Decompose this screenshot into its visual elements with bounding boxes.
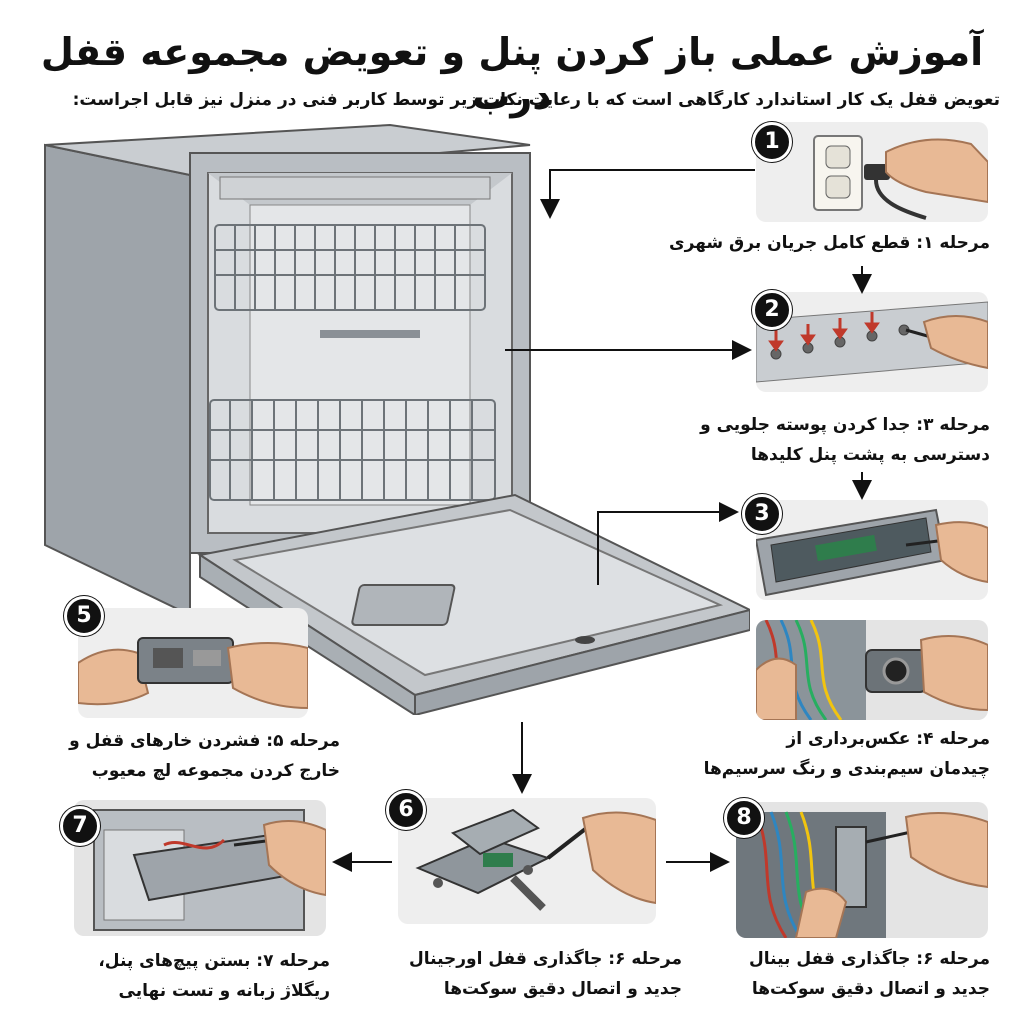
step-1-caption: مرحله ۱: قطع کامل جریان برق شهری [669,233,990,253]
step-7-panel [74,800,326,936]
step-badge: 5 [64,596,104,636]
upper-rack [214,224,486,311]
page-subtitle: تعویض قفل یک کار استاندارد کارگاهی است ک… [72,90,1000,110]
step-badge: 8 [724,798,764,838]
step-badge: 1 [752,122,792,162]
step-badge: 6 [386,790,426,830]
step-8-panel [736,802,988,938]
step-badge: 7 [60,806,100,846]
lower-rack [209,399,496,501]
step-5-caption: مرحله ۵: فشردن خارهای قفل و خارج کردن مج… [69,731,340,781]
step-3-panel [756,500,988,600]
step-2-caption: مرحله ۳: جدا کردن پوسته جلویی و دسترسی ب… [700,415,990,465]
step-2-panel [756,292,988,392]
step-4-panel [756,620,988,720]
step-1-panel [756,122,988,222]
power-plug-icon [864,164,890,180]
step-5-panel [78,608,308,718]
step-4-caption: مرحله ۴: عکس‌برداری از چیدمان سیم‌بندی و… [703,729,990,779]
step-6-caption: مرحله ۶: جاگذاری قفل اورجینال جدید و اتص… [409,949,682,999]
step-6-panel [398,798,656,924]
step-8-caption: مرحله ۶: جاگذاری قفل بینال جدید و اتصال … [749,949,990,999]
step-badge: 3 [742,494,782,534]
step-7-caption: مرحله ۷: بستن پیچ‌های پنل، ریگلاژ زبانه … [98,951,330,1001]
page-title: آموزش عملی باز کردن پنل و تعویض مجموعه ق… [40,30,984,118]
step-badge: 2 [752,290,792,330]
